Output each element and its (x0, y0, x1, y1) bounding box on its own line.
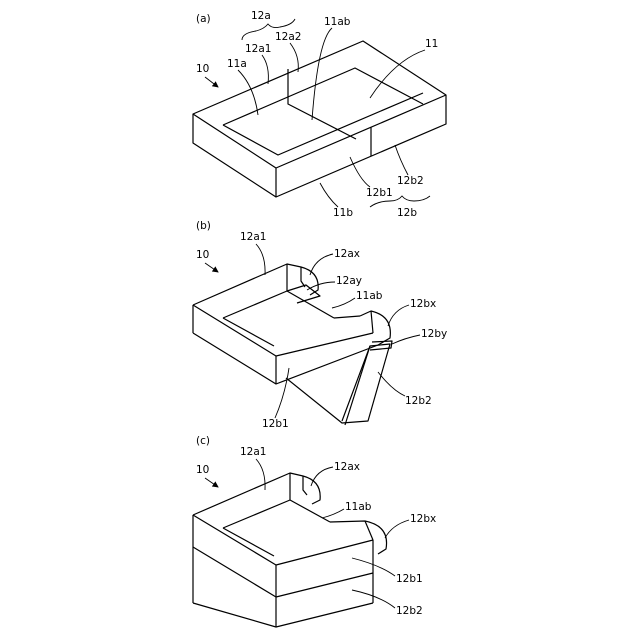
label-12b2-c: 12b2 (396, 605, 423, 617)
label-12a: 12a (251, 10, 271, 22)
label-11ab-c: 11ab (345, 501, 372, 513)
label-11a: 11a (227, 58, 247, 70)
label-12bx-c: 12bx (410, 513, 436, 525)
box-c-drawing (193, 473, 387, 627)
label-12a2: 12a2 (275, 31, 301, 43)
label-12b: 12b (397, 207, 417, 219)
ref-10-b: 10 (196, 249, 209, 261)
label-11b: 11b (333, 207, 353, 219)
panel-label-b: (b) (196, 220, 211, 232)
label-12by: 12by (421, 328, 447, 340)
label-11ab-b: 11ab (356, 290, 383, 302)
label-12ay: 12ay (336, 275, 362, 287)
box-b-drawing (193, 264, 392, 425)
arrow-10-a (205, 77, 218, 87)
label-12a1: 12a1 (245, 43, 271, 55)
panel-a: (a) 10 12a 12a1 12a2 11a 11ab 11 (193, 10, 446, 219)
label-12b2: 12b2 (397, 175, 424, 187)
panel-label-c: (c) (196, 435, 210, 447)
ref-10-c: 10 (196, 464, 209, 476)
arrow-10-c (205, 478, 218, 487)
label-12ax-b: 12ax (334, 248, 360, 260)
label-12a1-b: 12a1 (240, 231, 266, 243)
label-12bx-b: 12bx (410, 298, 436, 310)
panel-b: (b) 10 (193, 220, 447, 430)
arrow-10-b (205, 263, 218, 272)
label-12b1: 12b1 (366, 187, 393, 199)
label-12b2-b: 12b2 (405, 395, 432, 407)
label-12ax-c: 12ax (334, 461, 360, 473)
panel-label-a: (a) (196, 13, 211, 25)
panel-c: (c) 10 12a1 12ax 11ab (193, 435, 436, 627)
label-12a1-c: 12a1 (240, 446, 266, 458)
label-11ab: 11ab (324, 16, 351, 28)
label-11: 11 (425, 38, 438, 50)
ref-10-a: 10 (196, 63, 209, 75)
label-12b1-c: 12b1 (396, 573, 423, 585)
label-12b1-b: 12b1 (262, 418, 289, 430)
